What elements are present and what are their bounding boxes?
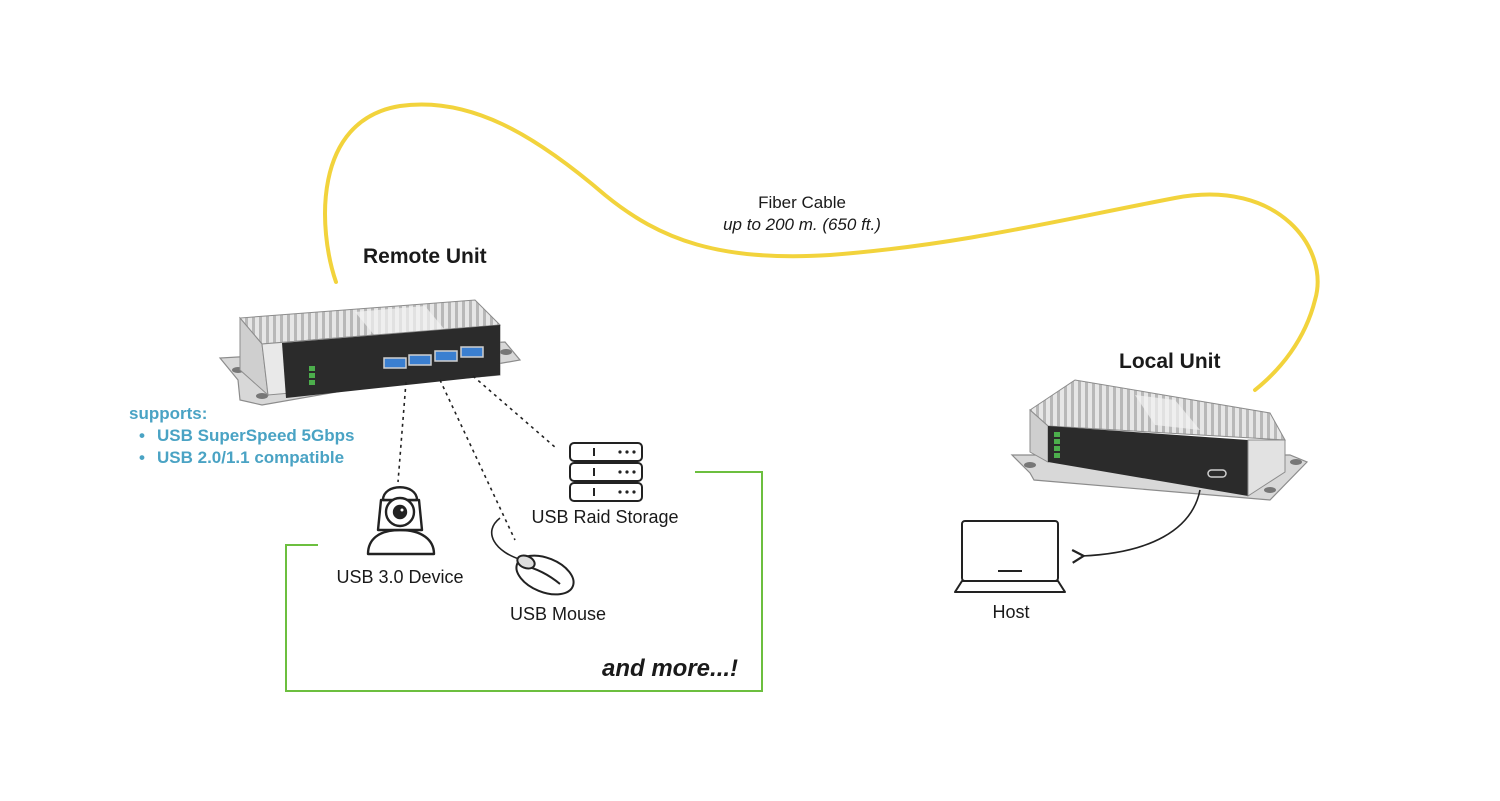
camera-icon (366, 486, 436, 556)
supports-item: USB SuperSpeed 5Gbps (139, 425, 354, 447)
mouse-icon (490, 517, 575, 596)
cable-label: Fiber Cable up to 200 m. (650 ft.) (692, 192, 912, 236)
supports-heading: supports: (129, 404, 208, 423)
supports-item: USB 2.0/1.1 compatible (139, 447, 354, 469)
remote-unit-title: Remote Unit (363, 245, 487, 268)
remote-unit-device (218, 299, 522, 406)
cable-length: up to 200 m. (650 ft.) (723, 215, 881, 234)
host-label: Host (992, 602, 1030, 622)
storage-label: USB Raid Storage (531, 507, 679, 527)
usb-c-port (1207, 469, 1227, 478)
camera-label: USB 3.0 Device (336, 567, 464, 587)
laptop-icon (954, 520, 1066, 593)
devices-bracket (285, 471, 763, 692)
and-more-label: and more...! (602, 655, 739, 682)
mouse-label: USB Mouse (509, 604, 607, 624)
storage-icon (569, 442, 643, 502)
usb-port-group (383, 346, 484, 369)
host-link-arrow (1082, 489, 1201, 556)
fiber-cable (323, 102, 1320, 392)
cable-name: Fiber Cable (758, 193, 846, 212)
supports-list: supports: USB SuperSpeed 5Gbps USB 2.0/1… (129, 403, 354, 469)
device-connectors (397, 375, 557, 541)
local-unit-device (1010, 379, 1309, 501)
local-unit-title: Local Unit (1119, 350, 1221, 373)
